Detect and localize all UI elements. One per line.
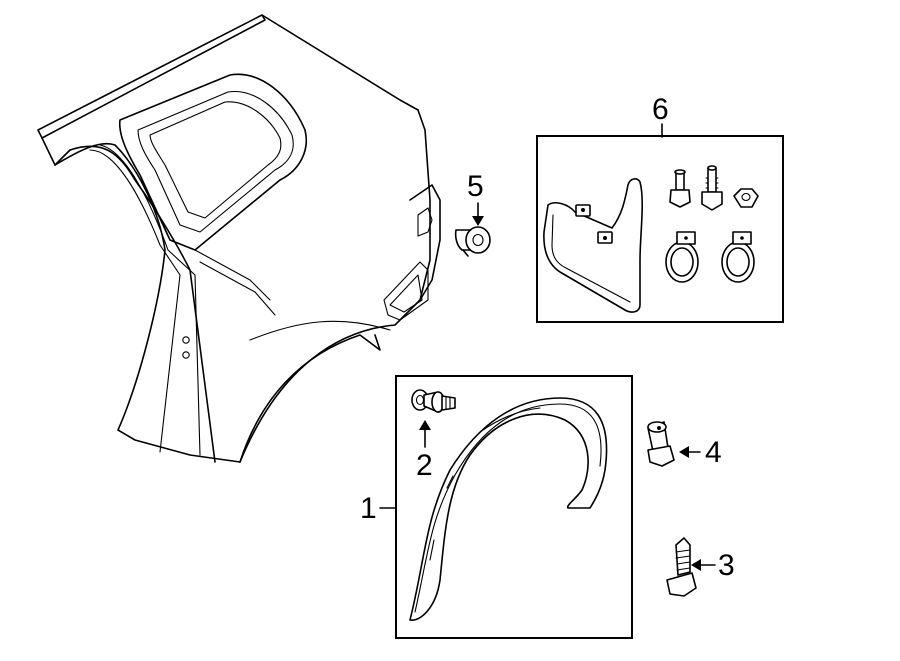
callout-4-label: 4: [705, 436, 722, 469]
part-2-push-clip: [411, 389, 456, 413]
callout-5: 5: [467, 170, 484, 226]
callout-3: 3: [691, 549, 735, 582]
part-1-box: [395, 375, 633, 639]
callout-2-label: 2: [416, 449, 433, 482]
callout-6: 6: [652, 93, 669, 138]
callout-3-label: 3: [718, 549, 735, 582]
part-4-nut-clip: [647, 421, 675, 467]
part-3-screw: [666, 537, 697, 597]
callout-4: 4: [679, 436, 722, 469]
part-5-clip: [454, 226, 491, 257]
callout-2: 2: [416, 420, 433, 482]
callout-1: 1: [360, 492, 397, 525]
callout-6-label: 6: [652, 93, 669, 126]
callout-5-label: 5: [467, 170, 484, 203]
callout-1-label: 1: [360, 492, 377, 525]
quarter-panel: [37, 14, 441, 463]
part-1-wheel-arch-molding: [409, 397, 608, 621]
part-6-mud-flap-kit: [536, 135, 784, 323]
